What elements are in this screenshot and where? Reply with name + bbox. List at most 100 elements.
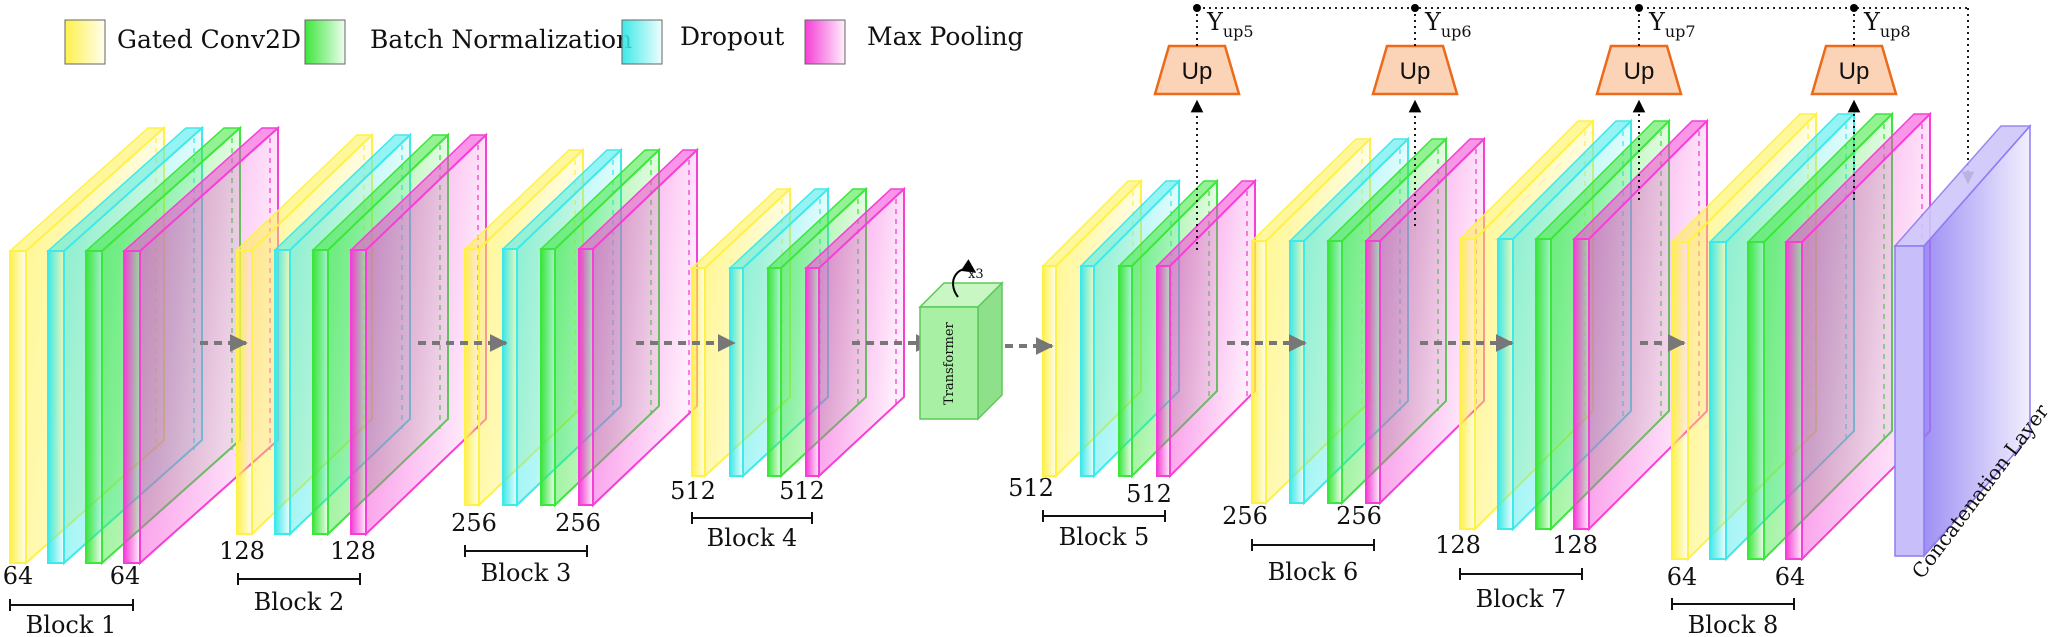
layer-front-face — [350, 249, 367, 535]
block-5-layers — [1041, 178, 1257, 479]
flow-arrows — [200, 334, 1686, 355]
block-3-right-value: 256 — [555, 509, 601, 537]
block-2-layers — [235, 132, 488, 537]
up-trapezoid — [1595, 44, 1683, 96]
block-4: 512 512 Block 4 — [670, 477, 825, 552]
up-trapezoid — [1810, 44, 1898, 96]
legend-label-dropout: Dropout — [680, 22, 784, 51]
layer-front-face — [578, 248, 594, 506]
block-6: 256 256 Block 6 — [1222, 502, 1382, 586]
up-label: Up — [1624, 58, 1655, 85]
block-4-right-value: 512 — [779, 477, 825, 505]
up-label: Up — [1400, 58, 1431, 85]
layer-front-face — [1709, 241, 1727, 560]
block-2-right-value: 128 — [330, 537, 376, 565]
layer-front-face — [1042, 265, 1057, 477]
block-4-layer-max-pooling — [804, 186, 906, 479]
layer-front-face — [1327, 240, 1343, 504]
up-label: Up — [1182, 58, 1213, 85]
block-7-layers — [1458, 118, 1709, 532]
legend-item-dropout: Dropout — [621, 19, 784, 65]
concatenation-layer-front — [1894, 245, 1925, 557]
output-node-dot — [1193, 4, 1201, 12]
block-4-label: Block 4 — [707, 524, 798, 552]
layer-front-face — [1365, 240, 1381, 504]
layer-front-face — [1080, 265, 1095, 477]
block-3-left-value: 256 — [451, 509, 497, 537]
up-output-label: Yup8 — [1863, 8, 1911, 41]
block-6-left-value: 256 — [1222, 502, 1268, 530]
legend-swatch-max-pooling — [804, 19, 846, 65]
transformer-block: Transformer x3 — [918, 259, 1004, 421]
output-node-dot — [1850, 4, 1858, 12]
up-output-subscript: up7 — [1665, 22, 1696, 41]
legend-swatch-gated-conv2d — [64, 19, 106, 65]
layer-front-face — [540, 248, 556, 506]
layer-stacks — [8, 111, 1932, 566]
output-node-dot — [1411, 4, 1419, 12]
layer-front-face — [767, 267, 782, 477]
block-8-left-value: 64 — [1667, 563, 1698, 591]
block-3-layers — [463, 147, 699, 508]
block-8-right-value: 64 — [1775, 563, 1806, 591]
up-label: Up — [1839, 58, 1870, 85]
block-8-label: Block 8 — [1688, 611, 1779, 637]
block-5-left-value: 512 — [1008, 474, 1054, 502]
layer-front-face — [1156, 265, 1171, 477]
block-2-left-value: 128 — [219, 537, 265, 565]
block-1-right-value: 64 — [110, 562, 141, 590]
block-1-label: Block 1 — [26, 611, 117, 637]
layer-front-face — [1497, 238, 1514, 530]
layer-front-face — [1671, 241, 1689, 560]
legend-swatch-dropout — [621, 19, 663, 65]
up-block-8: Up Yup8 — [1810, 4, 1911, 200]
transformer-label: Transformer — [942, 321, 957, 405]
up-output-label: Yup6 — [1424, 8, 1472, 41]
layer-front-face — [236, 249, 253, 535]
layer-front-face — [464, 248, 480, 506]
block-7: 128 128 Block 7 — [1435, 531, 1598, 613]
block-6-right-value: 256 — [1336, 502, 1382, 530]
block-8-layers — [1670, 111, 1932, 562]
layer-front-face — [1251, 240, 1267, 504]
up-trapezoid — [1371, 44, 1459, 96]
block-5: 512 512 Block 5 — [1008, 474, 1172, 551]
block-4-layers — [690, 186, 906, 479]
block-1: 64 64 Block 1 — [3, 562, 141, 637]
layer-front-face — [691, 267, 706, 477]
block-6-layers — [1250, 136, 1486, 506]
legend-label-gated-conv2d: Gated Conv2D — [117, 25, 301, 54]
output-node-dot — [1635, 4, 1643, 12]
up-output-subscript: up6 — [1441, 22, 1472, 41]
layer-front-face — [274, 249, 291, 535]
block-3-layer-max-pooling — [577, 147, 699, 508]
layer-front-face — [9, 250, 27, 564]
legend-label-batch-normalization: Batch Normalization — [370, 25, 632, 54]
layer-front-face — [1573, 238, 1590, 530]
block-6-label: Block 6 — [1268, 558, 1359, 586]
up-output-subscript: up5 — [1223, 22, 1254, 41]
legend-item-gated-conv2d: Gated Conv2D — [64, 19, 301, 65]
layer-front-face — [1459, 238, 1476, 530]
layer-front-face — [123, 250, 141, 564]
layer-front-face — [805, 267, 820, 477]
layer-front-face — [85, 250, 103, 564]
block-7-left-value: 128 — [1435, 531, 1481, 559]
block-7-right-value: 128 — [1552, 531, 1598, 559]
legend-item-max-pooling: Max Pooling — [804, 19, 1024, 65]
transformer-front-face — [919, 306, 979, 420]
block-1-left-value: 64 — [3, 562, 34, 590]
layer-front-face — [502, 248, 518, 506]
layer-front-face — [1785, 241, 1803, 560]
block-6-layer-max-pooling — [1364, 136, 1486, 506]
block-3-label: Block 3 — [481, 559, 572, 587]
block-5-right-value: 512 — [1126, 480, 1172, 508]
transformer-loop-arrow-icon — [952, 259, 977, 298]
block-2: 128 128 Block 2 — [219, 537, 376, 616]
up-trapezoid — [1153, 44, 1241, 96]
up-block-6: Up Yup6 — [1371, 4, 1472, 226]
